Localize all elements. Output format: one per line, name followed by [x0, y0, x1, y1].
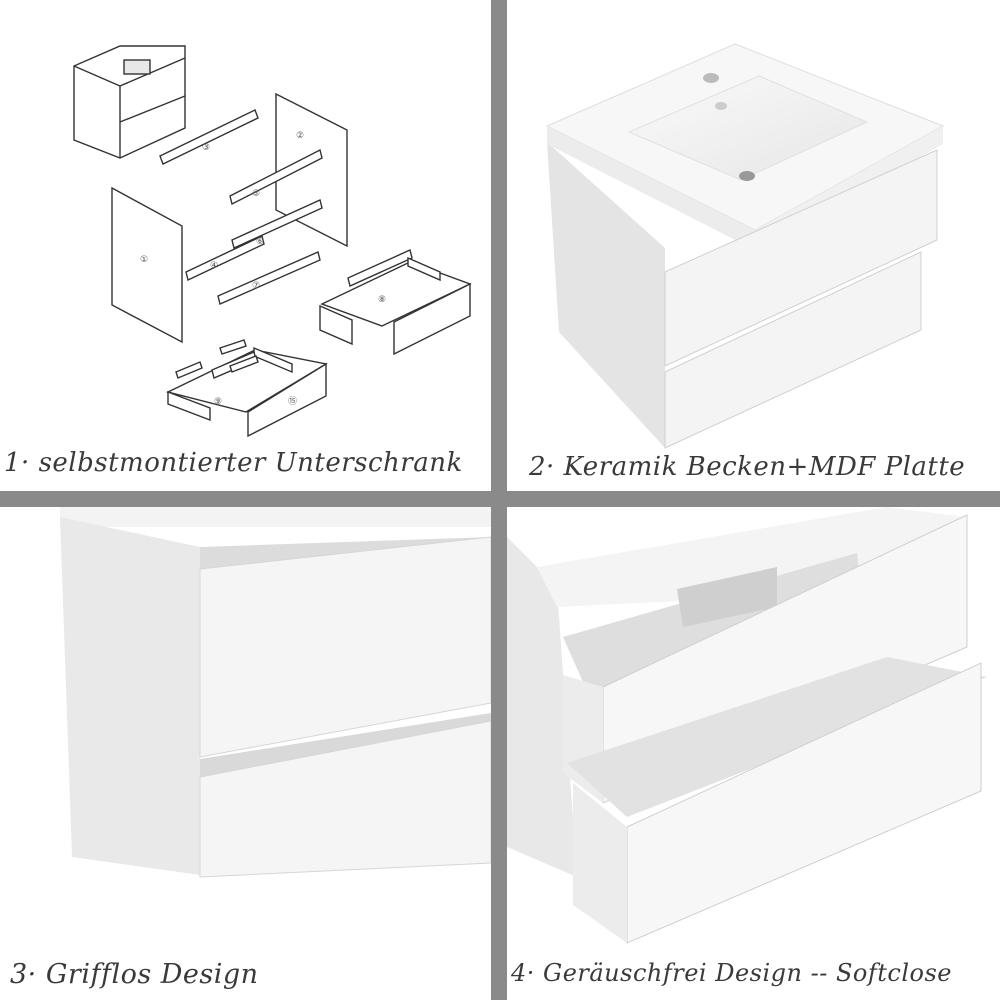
- part-label: ②: [296, 131, 304, 141]
- caption-1: 1· selbstmontierter Unterschrank: [4, 448, 463, 478]
- assembly-diagram-image: ① ② ③ ④ ⑤ ⑥ ⑦ ⑧ ⑨ ⑮: [73, 45, 472, 438]
- softclose-image: [507, 507, 987, 944]
- part-label: ⑤: [252, 189, 260, 199]
- panel-assembly: ① ② ③ ④ ⑤ ⑥ ⑦ ⑧ ⑨ ⑮ 1· selbstmontierter …: [0, 0, 491, 491]
- part-label: ⑦: [252, 281, 260, 291]
- part-label: ⑨: [214, 397, 222, 407]
- panel-handleless: 3· Grifflos Design: [0, 507, 491, 1000]
- caption-3: 3· Grifflos Design: [10, 959, 259, 990]
- horizontal-divider: [0, 491, 1000, 507]
- part-label: ⑧: [378, 295, 386, 305]
- vanity-image: [545, 43, 945, 449]
- caption-2: 2· Keramik Becken+MDF Platte: [529, 452, 966, 482]
- part-label: ⑮: [288, 396, 297, 407]
- part-label: ③: [202, 143, 210, 153]
- part-label: ①: [140, 255, 148, 265]
- handleless-image: [60, 507, 491, 878]
- caption-4: 4· Geräuschfrei Design -- Softclose: [511, 959, 952, 987]
- part-label: ⑥: [256, 237, 264, 247]
- panel-basin: 2· Keramik Becken+MDF Platte: [507, 0, 1000, 491]
- part-label: ④: [210, 261, 218, 271]
- panel-softclose: 4· Geräuschfrei Design -- Softclose: [507, 507, 1000, 1000]
